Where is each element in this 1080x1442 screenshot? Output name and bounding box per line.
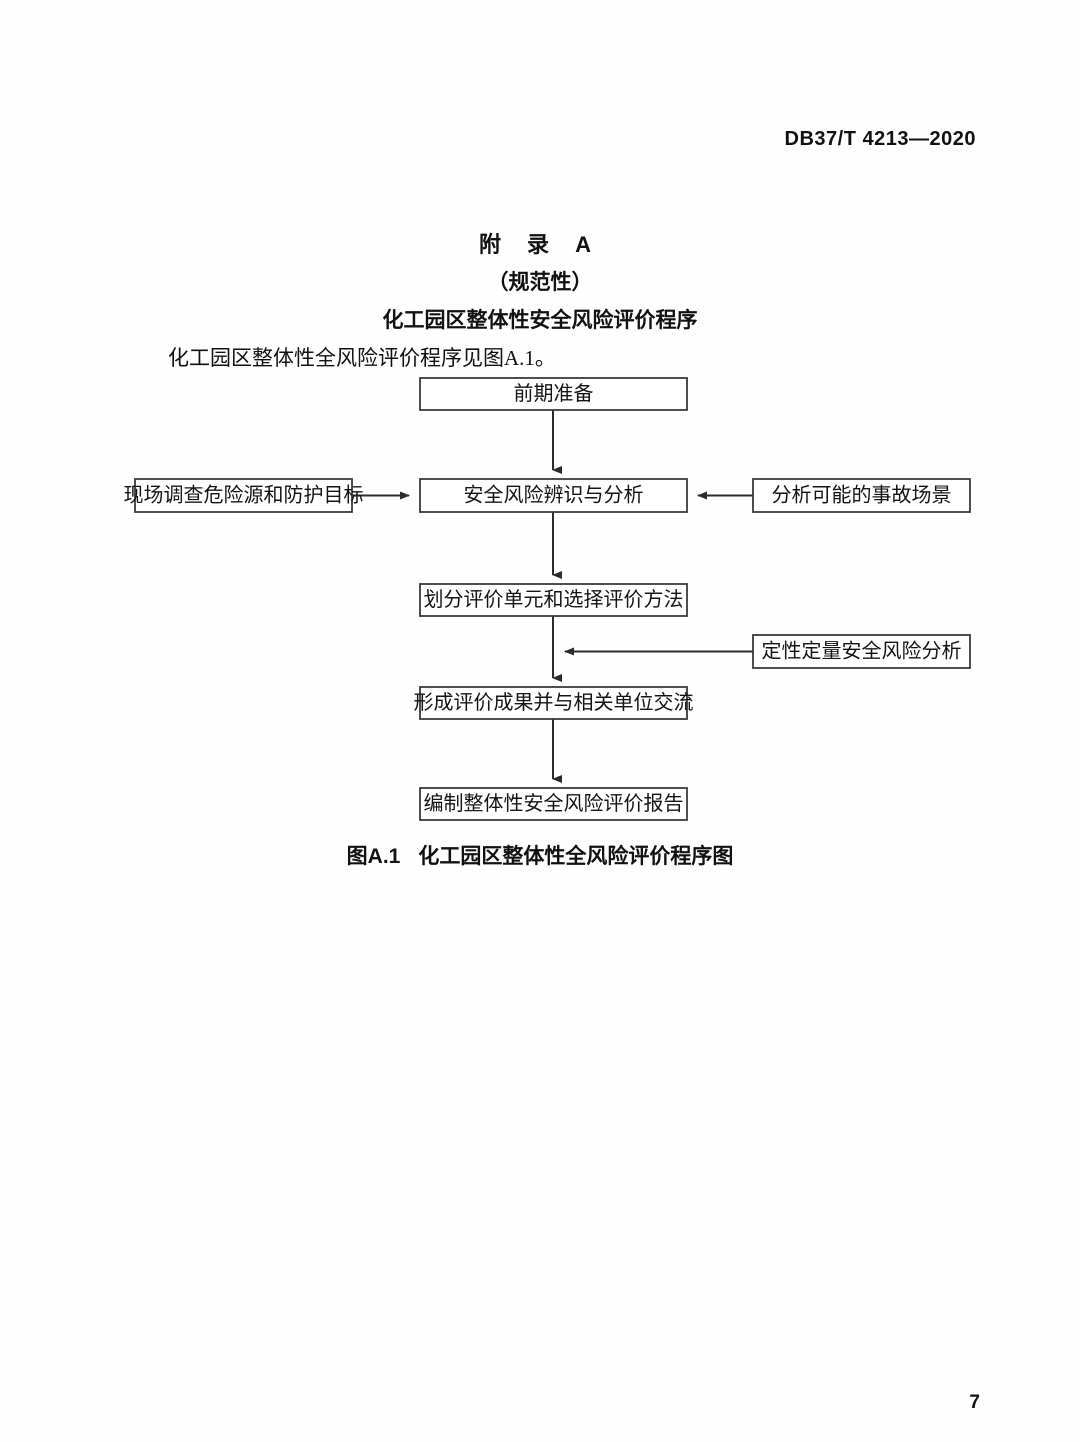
annex-kind: （规范性） <box>487 271 593 294</box>
document-header-standard-number: DB37/T 4213—2020 <box>784 128 976 150</box>
flow-node-prep-label: 前期准备 <box>514 382 594 405</box>
annex-name: 化工园区整体性安全风险评价程序 <box>382 309 698 332</box>
flowchart-svg: 前期准备 现场调查危险源和防护目标 安全风险辨识与分析 分析可能的事故场景 划分… <box>124 377 971 821</box>
flow-node-quantitative-analysis: 定性定量安全风险分析 <box>752 634 971 669</box>
flow-node-report-label: 编制整体性安全风险评价报告 <box>424 792 684 815</box>
figure-caption: 图A.1 化工园区整体性全风险评价程序图 <box>0 840 1080 870</box>
flow-node-result-communication-label: 形成评价成果并与相关单位交流 <box>414 691 694 714</box>
flow-node-site-survey-label: 现场调查危险源和防护目标 <box>124 484 364 507</box>
figure-caption-title: 化工园区整体性全风险评价程序图 <box>418 845 734 868</box>
flow-node-report: 编制整体性安全风险评价报告 <box>419 787 688 821</box>
annex-title-block: 附 录 A （规范性） 化工园区整体性安全风险评价程序 <box>0 228 1080 338</box>
flow-node-site-survey: 现场调查危险源和防护目标 <box>124 478 364 513</box>
annex-intro-paragraph: 化工园区整体性全风险评价程序见图A.1。 <box>168 346 556 370</box>
figure-caption-number: 图A.1 <box>346 845 401 868</box>
flow-node-evaluation-unit: 划分评价单元和选择评价方法 <box>419 583 688 617</box>
flow-node-evaluation-unit-label: 划分评价单元和选择评价方法 <box>424 588 684 611</box>
page-number: 7 <box>969 1392 980 1413</box>
flow-node-quantitative-analysis-label: 定性定量安全风险分析 <box>762 640 962 663</box>
flow-node-accident-scenario-label: 分析可能的事故场景 <box>772 484 952 507</box>
flow-node-accident-scenario: 分析可能的事故场景 <box>752 478 971 513</box>
annex-label: 附 录 A <box>478 232 602 257</box>
flow-node-prep: 前期准备 <box>419 377 688 411</box>
flow-node-result-communication: 形成评价成果并与相关单位交流 <box>414 686 694 720</box>
flow-node-risk-identification-label: 安全风险辨识与分析 <box>464 484 644 507</box>
flowchart: 前期准备 现场调查危险源和防护目标 安全风险辨识与分析 分析可能的事故场景 划分… <box>0 370 1080 835</box>
flow-node-risk-identification: 安全风险辨识与分析 <box>419 478 688 513</box>
